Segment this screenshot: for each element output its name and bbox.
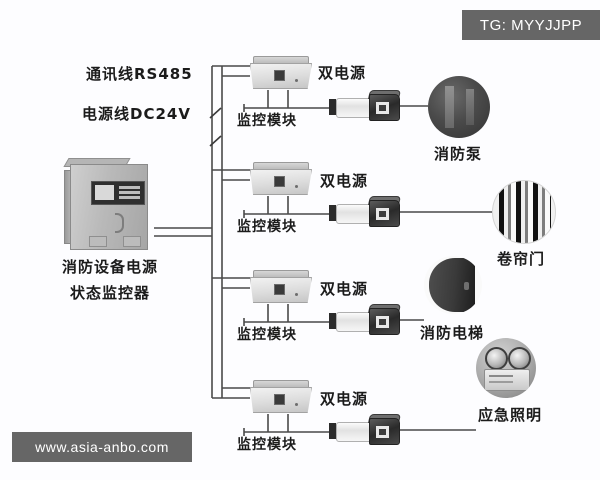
- dps-box: [369, 200, 400, 227]
- monitoring-module-2: [250, 162, 312, 196]
- cabinet-foot-left: [89, 236, 107, 247]
- monitoring-module-4: [250, 380, 312, 414]
- module-terminal: [295, 293, 298, 296]
- dual-power-label-4: 双电源: [320, 390, 369, 408]
- cabinet-body: [70, 164, 148, 250]
- device-label-fire-elevator: 消防电梯: [420, 324, 485, 342]
- fire-elevator-icon: [424, 256, 482, 314]
- monitoring-module-1: [250, 56, 312, 90]
- bus-label-dc24v: 电源线DC24V: [82, 105, 191, 123]
- lamp-head-left: [485, 347, 508, 370]
- dual-power-supply-1: [329, 90, 401, 121]
- device-label-emergency-light: 应急照明: [478, 406, 543, 424]
- dual-power-label-3: 双电源: [320, 280, 369, 298]
- device-label-rolling-shutter-door: 卷帘门: [497, 250, 546, 268]
- dual-power-supply-4: [329, 414, 401, 445]
- lamp-housing: [484, 369, 530, 391]
- module-body: [250, 277, 312, 303]
- dps-end-cap: [329, 313, 336, 329]
- rolling-shutter-door-icon: [492, 180, 556, 244]
- cabinet-label-line2: 状态监控器: [69, 284, 150, 302]
- module-body: [250, 169, 312, 195]
- module-terminal: [295, 403, 298, 406]
- bus-label-rs485: 通讯线RS485: [86, 65, 193, 83]
- fire-power-monitor-cabinet: [62, 158, 154, 250]
- dps-end-cap: [329, 99, 336, 115]
- module-label-1: 监控模块: [237, 113, 297, 129]
- cabinet-handle: [115, 213, 124, 233]
- dual-power-supply-2: [329, 196, 401, 227]
- emergency-light-icon: [476, 338, 536, 398]
- dps-end-cap: [329, 423, 336, 439]
- dps-end-cap: [329, 205, 336, 221]
- dps-box: [369, 308, 400, 335]
- lamp-head-right: [508, 347, 531, 370]
- module-terminal: [295, 185, 298, 188]
- module-label-3: 监控模块: [237, 327, 297, 343]
- cabinet-display-panel: [91, 181, 145, 205]
- tg-watermark-badge: TG: MYYJJPP: [462, 10, 600, 40]
- module-label-4: 监控模块: [237, 437, 297, 453]
- dual-power-label-1: 双电源: [318, 64, 367, 82]
- device-label-fire-pump: 消防泵: [434, 145, 483, 163]
- site-watermark-badge: www.asia-anbo.com: [12, 432, 192, 462]
- module-chip: [274, 284, 285, 295]
- fire-pump-icon: [428, 76, 490, 138]
- cabinet-foot-right: [123, 236, 141, 247]
- module-chip: [274, 394, 285, 405]
- monitoring-module-3: [250, 270, 312, 304]
- module-chip: [274, 70, 285, 81]
- module-chip: [274, 176, 285, 187]
- cabinet-label-line1: 消防设备电源: [61, 258, 158, 276]
- dual-power-label-2: 双电源: [320, 172, 369, 190]
- module-label-2: 监控模块: [237, 219, 297, 235]
- dps-box: [369, 94, 400, 121]
- dps-box: [369, 418, 400, 445]
- dual-power-supply-3: [329, 304, 401, 335]
- module-terminal: [295, 79, 298, 82]
